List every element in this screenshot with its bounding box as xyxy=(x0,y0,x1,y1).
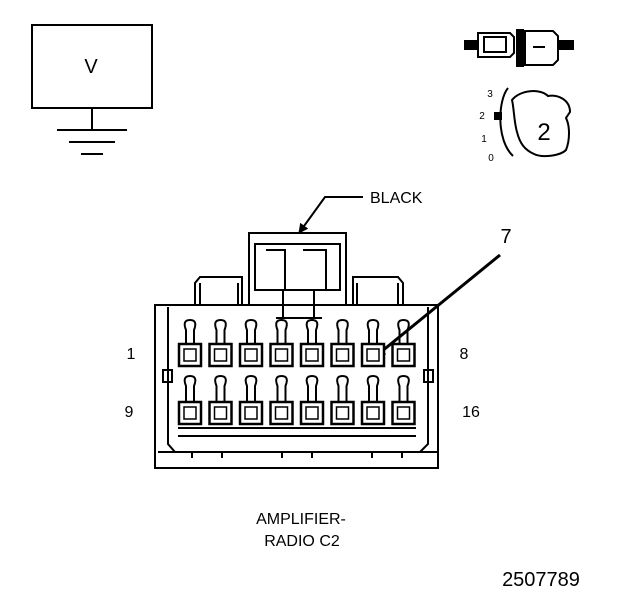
pin-label-8: 8 xyxy=(460,346,469,363)
pin-cavity-16 xyxy=(391,374,416,426)
position-label-3: 3 xyxy=(487,89,493,100)
pin-cavity-3 xyxy=(238,318,264,368)
pin-cavity-14 xyxy=(330,374,355,426)
pin-cavity-4 xyxy=(269,318,294,368)
pin-callout: 7 xyxy=(375,226,512,358)
pin-cavity-15 xyxy=(360,374,386,426)
voltmeter-symbol: V xyxy=(31,24,153,155)
position-label-1: 1 xyxy=(481,134,487,145)
pin-cavity-11 xyxy=(238,374,264,426)
connector-body xyxy=(154,232,439,469)
pin-cavity-9 xyxy=(177,374,203,426)
pin-cavity-7 xyxy=(360,318,386,368)
pin-label-16: 16 xyxy=(462,404,480,421)
pin-label-9: 9 xyxy=(125,404,134,421)
color-callout-label: BLACK xyxy=(370,190,423,207)
position-label-0: 0 xyxy=(488,153,494,164)
pin-cavity-6 xyxy=(330,318,355,368)
pin-cavity-1 xyxy=(177,318,203,368)
rotary-selector-icon: 3 2 1 0 2 xyxy=(479,87,572,164)
pin-cavity-10 xyxy=(208,374,233,426)
ground-icon xyxy=(57,108,127,155)
position-label-2: 2 xyxy=(479,111,485,122)
pin-cavity-8 xyxy=(391,318,416,368)
probe-number-label: 2 xyxy=(537,119,550,146)
pin-callout-label: 7 xyxy=(500,226,511,248)
pin-cavity-5 xyxy=(299,318,325,368)
figure-number: 2507789 xyxy=(502,569,580,591)
voltmeter-label: V xyxy=(84,56,98,78)
pin-cavity-12 xyxy=(269,374,294,426)
connector-name-line2: RADIO C2 xyxy=(264,533,340,550)
color-callout: BLACK xyxy=(298,190,423,234)
pin-cavities xyxy=(177,318,416,426)
position-scale: 3 2 1 0 xyxy=(479,89,494,164)
terminal-probe-icon xyxy=(464,29,574,67)
connector-feet xyxy=(191,452,403,458)
pin-cavity-13 xyxy=(299,374,325,426)
pin-label-1: 1 xyxy=(127,346,136,363)
pin-cavity-2 xyxy=(208,318,233,368)
connector-name-line1: AMPLIFIER- xyxy=(256,511,346,528)
